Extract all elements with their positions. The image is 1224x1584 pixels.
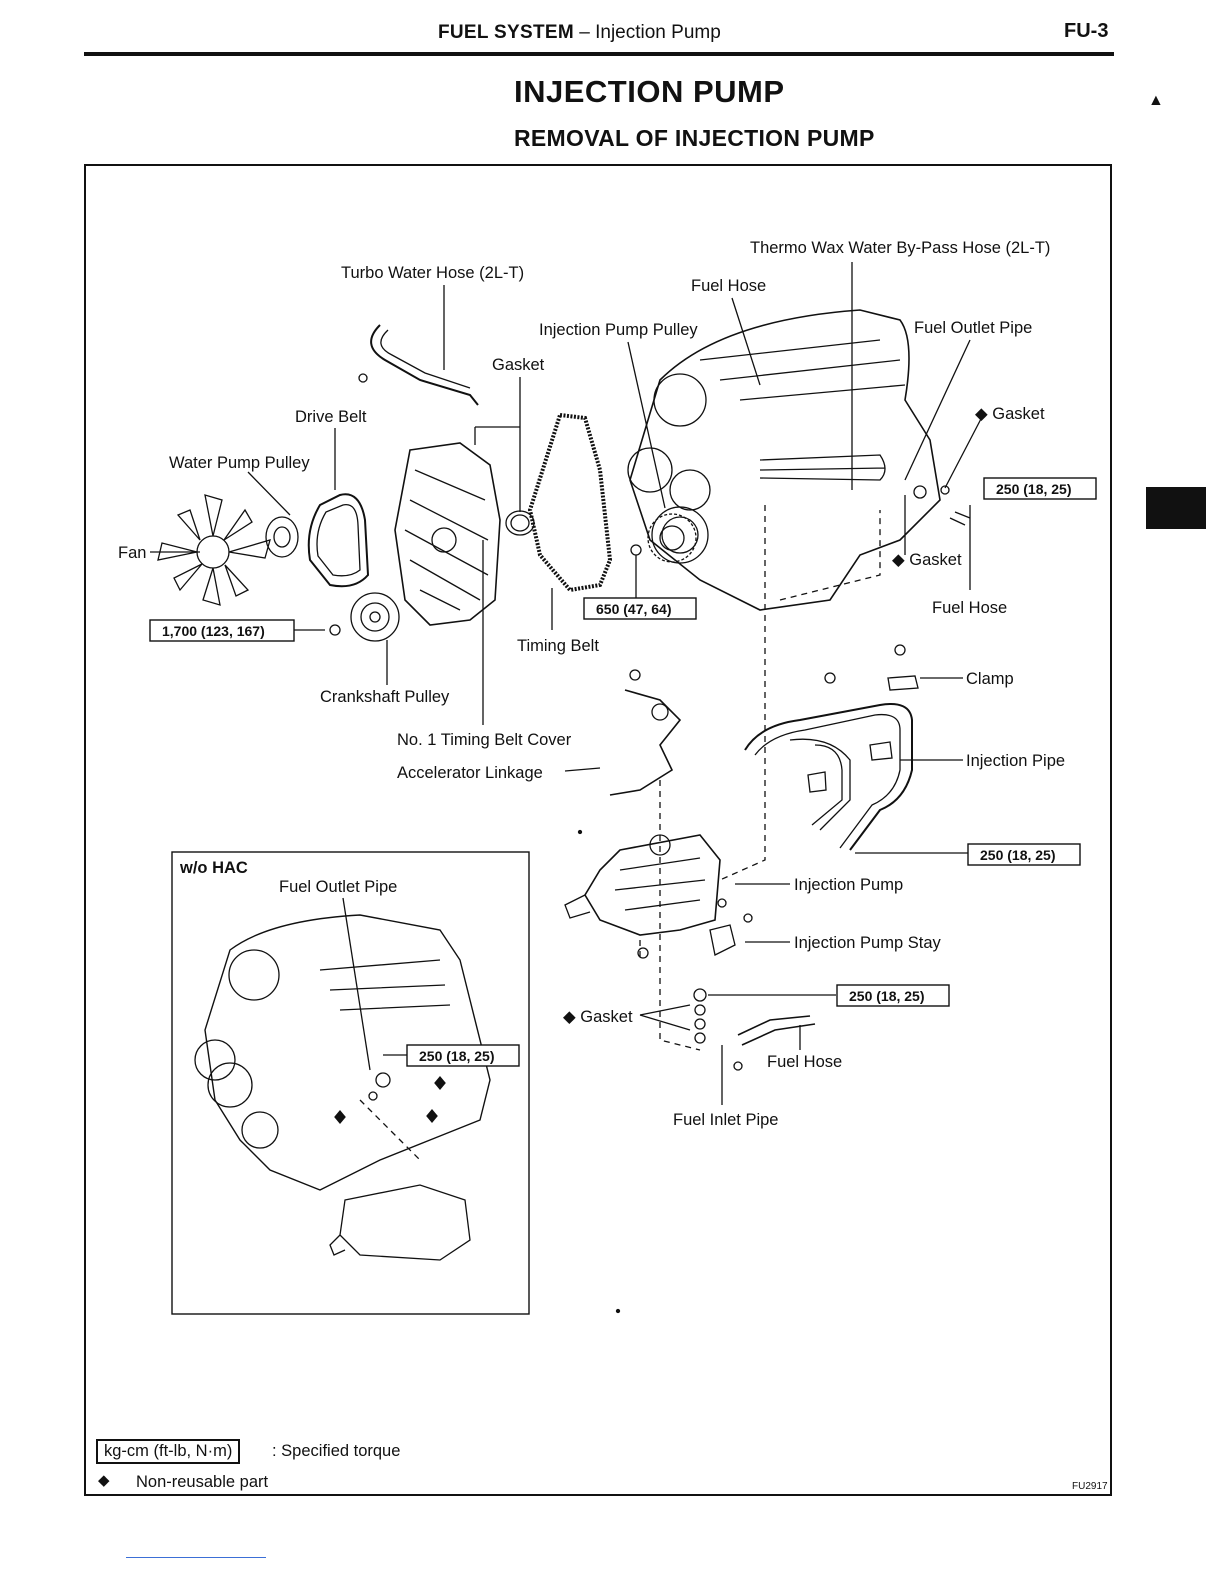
torque-crank-pulley: 1,700 (123, 167) xyxy=(162,623,265,639)
label-inset-outlet: Fuel Outlet Pipe xyxy=(279,878,397,896)
legend-torque-text: : Specified torque xyxy=(272,1442,401,1460)
torque-fuel-inlet: 250 (18, 25) xyxy=(849,988,925,1004)
label-fuel-hose-right: Fuel Hose xyxy=(932,599,1007,617)
page-number: FU-3 xyxy=(1064,20,1109,42)
footer-link-underline xyxy=(126,1557,266,1558)
label-fuel-hose-bottom: Fuel Hose xyxy=(767,1053,842,1071)
label-fuel-hose-top: Fuel Hose xyxy=(691,277,766,295)
label-accel-linkage: Accelerator Linkage xyxy=(397,764,543,782)
header-subsection: Injection Pump xyxy=(595,22,721,43)
figure-code: FU2917 xyxy=(1072,1481,1108,1492)
torque-fuel-outlet: 250 (18, 25) xyxy=(996,481,1072,497)
label-pump-pulley: Injection Pump Pulley xyxy=(539,321,698,339)
running-header: FUEL SYSTEM – Injection Pump xyxy=(438,22,721,44)
page-title: INJECTION PUMP xyxy=(514,74,785,109)
label-timing-cover: No. 1 Timing Belt Cover xyxy=(397,731,572,749)
label-fuel-inlet: Fuel Inlet Pipe xyxy=(673,1111,778,1129)
page-subtitle: REMOVAL OF INJECTION PUMP xyxy=(514,125,875,151)
torque-injection-pipe: 250 (18, 25) xyxy=(980,847,1056,863)
label-clamp: Clamp xyxy=(966,670,1014,688)
label-gasket-right-1: ◆ Gasket xyxy=(975,405,1045,423)
label-drive-belt: Drive Belt xyxy=(295,408,367,426)
label-turbo-hose: Turbo Water Hose (2L-T) xyxy=(341,264,524,282)
legend-torque-box: kg-cm (ft-lb, N·m) xyxy=(96,1439,241,1464)
torque-inset-outlet: 250 (18, 25) xyxy=(419,1048,495,1064)
header-rule xyxy=(84,52,1114,56)
corner-mark: ▲ xyxy=(1148,92,1164,109)
label-gasket-top: Gasket xyxy=(492,356,545,374)
header-separator: – xyxy=(573,22,596,43)
figure-frame xyxy=(84,164,1112,1496)
torque-pump-pulley: 650 (47, 64) xyxy=(596,601,672,617)
label-thermo-hose: Thermo Wax Water By-Pass Hose (2L-T) xyxy=(750,239,1050,257)
label-injection-pipe: Injection Pipe xyxy=(966,752,1065,770)
label-gasket-right-2: ◆ Gasket xyxy=(892,551,962,569)
inset-title: w/o HAC xyxy=(179,859,248,877)
label-gasket-bottom: ◆ Gasket xyxy=(563,1008,633,1026)
section-tab xyxy=(1146,487,1206,529)
legend-diamond-icon: ◆ xyxy=(98,1472,110,1489)
label-injection-pump: Injection Pump xyxy=(794,876,903,894)
label-water-pump-pulley: Water Pump Pulley xyxy=(169,454,310,472)
legend-nonreusable: Non-reusable part xyxy=(136,1473,269,1491)
label-fuel-outlet: Fuel Outlet Pipe xyxy=(914,319,1032,337)
label-crank-pulley: Crankshaft Pulley xyxy=(320,688,450,706)
label-fan: Fan xyxy=(118,544,146,562)
header-section: FUEL SYSTEM xyxy=(438,22,574,43)
label-timing-belt: Timing Belt xyxy=(517,637,599,655)
label-injection-pump-stay: Injection Pump Stay xyxy=(794,934,941,952)
